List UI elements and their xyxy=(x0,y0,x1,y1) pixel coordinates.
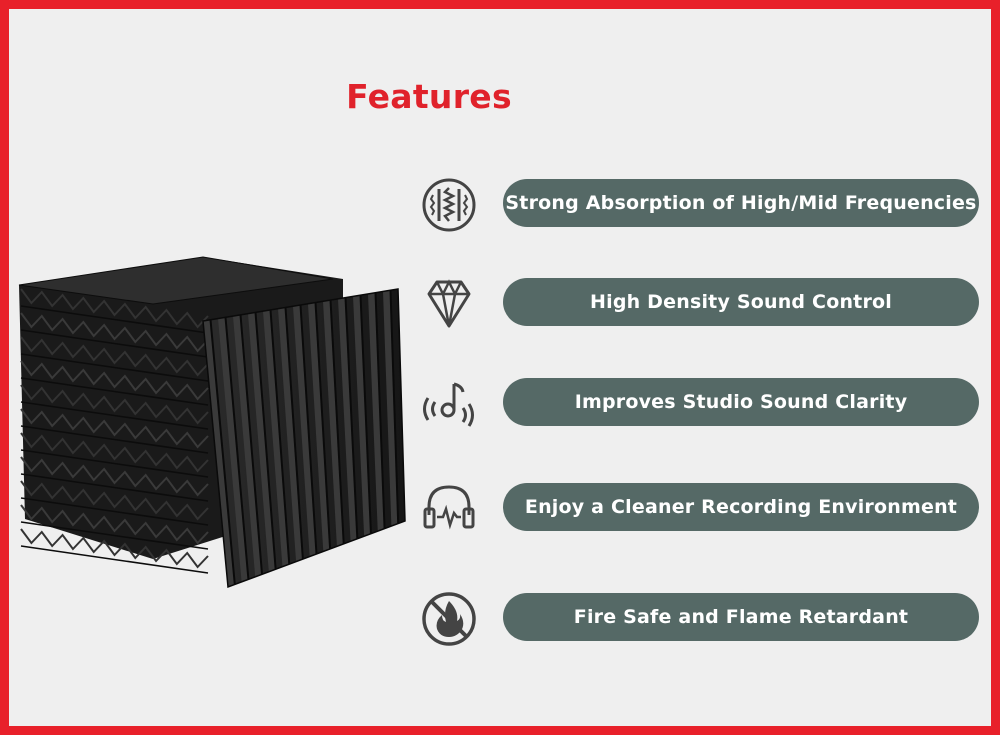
foam-layer xyxy=(20,504,209,550)
feature-label: Fire Safe and Flame Retardant xyxy=(503,593,979,641)
foam-layer xyxy=(20,336,209,382)
foam-rib xyxy=(293,305,317,557)
diamond-icon xyxy=(419,274,479,334)
no-fire-icon xyxy=(419,589,479,649)
foam-layer xyxy=(20,528,209,574)
foam-rib xyxy=(248,312,276,572)
feature-label: Improves Studio Sound Clarity xyxy=(503,378,979,426)
music-note-sound-icon xyxy=(419,374,479,434)
foam-rib-shadow xyxy=(239,314,264,575)
foam-layer xyxy=(20,288,209,334)
foam-layer xyxy=(20,480,209,526)
foam-rib xyxy=(353,295,371,537)
feature-label: High Density Sound Control xyxy=(503,278,979,326)
foam-layer xyxy=(20,432,209,478)
headphones-icon xyxy=(419,479,479,539)
foam-rib-shadow xyxy=(299,304,318,555)
foam-rib-shadow xyxy=(269,309,291,565)
foam-rib-shadow xyxy=(344,297,359,539)
foam-rib-shadow xyxy=(374,292,386,529)
wave-absorption-icon xyxy=(419,175,479,235)
foam-rib-shadow xyxy=(224,317,250,580)
foam-rib xyxy=(323,300,344,547)
foam-rib xyxy=(263,309,290,567)
feature-label: Enjoy a Cleaner Recording Environment xyxy=(503,483,979,531)
foam-rib-shadow xyxy=(314,302,332,549)
foam-rib xyxy=(383,290,399,527)
foam-rib xyxy=(308,302,331,552)
foam-rib-shadow xyxy=(329,300,345,544)
foam-rib xyxy=(368,292,385,532)
foam-rib xyxy=(233,314,263,577)
foam-rib xyxy=(278,307,303,562)
page-title: Features xyxy=(346,77,512,116)
foam-layer xyxy=(20,384,209,430)
foam-rib xyxy=(218,317,249,582)
foam-rib-shadow xyxy=(209,319,236,585)
foam-layer xyxy=(20,360,209,406)
foam-rib-shadow xyxy=(254,312,277,570)
feature-row-3: Improves Studio Sound Clarity xyxy=(419,374,979,434)
feature-row-2: High Density Sound Control xyxy=(419,274,979,334)
acoustic-foam-panels-image xyxy=(18,256,406,589)
foam-rib-shadow xyxy=(284,307,304,560)
feature-row-4: Enjoy a Cleaner Recording Environment xyxy=(419,479,979,539)
foam-layer xyxy=(20,408,209,454)
feature-row-1: Strong Absorption of High/Mid Frequencie… xyxy=(419,175,979,235)
foam-layer xyxy=(20,456,209,502)
feature-row-5: Fire Safe and Flame Retardant xyxy=(419,589,979,649)
foam-layer xyxy=(20,312,209,358)
foam-rib-shadow xyxy=(389,290,400,524)
foam-rib xyxy=(338,297,358,542)
foam-rib xyxy=(203,319,235,587)
foam-rib-shadow xyxy=(359,295,372,534)
feature-label: Strong Absorption of High/Mid Frequencie… xyxy=(503,179,979,227)
